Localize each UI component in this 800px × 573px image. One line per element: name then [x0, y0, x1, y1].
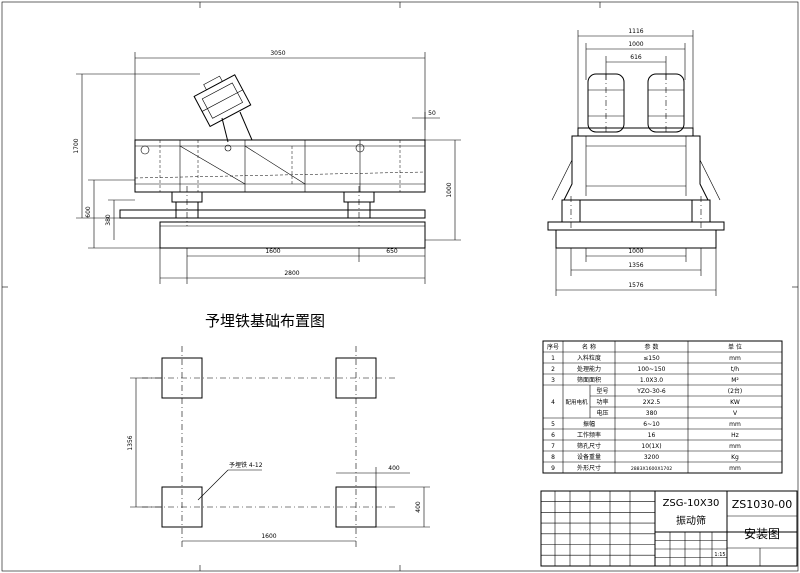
- spec-row-value: ≤150: [643, 355, 660, 362]
- spec-motor-group: 配用电机: [565, 398, 588, 406]
- foundation-title: 予埋铁基础布置图: [205, 312, 325, 330]
- foundation-front: [159, 221, 426, 249]
- spec-row-no: 7: [551, 443, 555, 450]
- spec-motor-no: 4: [551, 399, 555, 406]
- spec-row-value: 16: [648, 432, 656, 439]
- dim-foundation-vertical: 1356: [127, 435, 134, 450]
- title-block: ZSG-10X30 振动筛 ZS1030-00 安装图 1:15: [540, 490, 798, 567]
- spec-row-no: 3: [551, 377, 555, 384]
- spec-row-unit: Hz: [731, 432, 739, 439]
- spec-row-unit: M²: [731, 377, 739, 384]
- spec-motor-name: 电压: [596, 409, 608, 417]
- dim-foundation-block-w: 400: [388, 465, 400, 472]
- dim-front-top: 3050: [270, 50, 285, 57]
- spec-motor-value: 380: [646, 410, 658, 417]
- dim-side-bottom-3: 1576: [628, 282, 643, 289]
- spec-row-unit: mm: [729, 465, 741, 472]
- drawing-no: ZS1030-00: [732, 498, 792, 511]
- spec-motor-unit: KW: [730, 399, 740, 406]
- spec-row-no: 2: [551, 366, 555, 373]
- spec-row-name: 工作频率: [577, 431, 601, 439]
- vibration-motor-front: [193, 74, 252, 128]
- spec-row-name: 入料粒度: [577, 354, 601, 362]
- spec-row-value: 6~10: [643, 421, 660, 428]
- spec-motor-name: 功率: [596, 398, 608, 406]
- spec-motor-unit: (2台): [728, 387, 743, 395]
- dim-front-left-mid: 600: [85, 206, 92, 218]
- spec-header-3: 单 位: [728, 343, 742, 351]
- dim-front-bottom-right: 650: [386, 248, 398, 255]
- dim-foundation-block-h: 400: [415, 501, 422, 513]
- spec-motor-unit: V: [733, 410, 738, 417]
- spec-row-value: 10(1X): [641, 443, 661, 450]
- spec-header-0: 序号: [547, 343, 559, 351]
- dim-front-left-low: 380: [105, 214, 112, 226]
- spec-header-1: 名 称: [582, 343, 596, 351]
- dim-side-bottom-2: 1356: [628, 262, 643, 269]
- drawing-scale: 1:15: [714, 552, 725, 558]
- drawing-name: 安装图: [744, 526, 780, 541]
- spec-row-value: 3200: [644, 454, 659, 461]
- spec-row-value: 1.0X3.0: [640, 377, 663, 384]
- spec-row-name: 设备重量: [577, 453, 601, 461]
- spec-row-unit: mm: [729, 421, 741, 428]
- dim-side-top-3: 616: [630, 54, 642, 61]
- screen-box-front: [134, 139, 426, 193]
- dim-front-bottom-inner: 1600: [265, 248, 280, 255]
- foundation-plan: 予埋铁基础布置图 1356 1600 400 400 予埋铁 4-12: [127, 312, 430, 548]
- spec-row-name: 外形尺寸: [577, 464, 601, 472]
- spec-row-no: 9: [551, 465, 555, 472]
- spec-table: 序号 名 称 参 数 单 位 1 入料粒度 ≤150 mm 2 处理能力 100~150 t/h 3 筛面…: [542, 340, 783, 474]
- spec-row-no: 8: [551, 454, 555, 461]
- spec-row-no: 6: [551, 432, 555, 439]
- product-code: ZSG-10X30: [663, 498, 720, 509]
- spec-motor-name: 型号: [596, 387, 608, 395]
- spec-row-value: 2883X1600X1702: [631, 466, 672, 472]
- front-view: 3050: [73, 50, 461, 284]
- side-view: 1116 1000 616: [547, 28, 725, 296]
- spec-header-2: 参 数: [645, 343, 659, 351]
- screen-box-side: [563, 135, 709, 201]
- foundation-side: [555, 229, 717, 249]
- spec-row-name: 振幅: [583, 420, 595, 428]
- dim-side-top-2: 1000: [628, 41, 643, 48]
- spec-row-name: 处理能力: [577, 365, 601, 373]
- spec-motor-value: YZO-30-6: [636, 388, 666, 395]
- spec-row-unit: Kg: [731, 454, 739, 461]
- spec-row-unit: mm: [729, 443, 741, 450]
- dim-side-top-1: 1116: [628, 28, 643, 35]
- spec-row-value: 100~150: [638, 366, 666, 373]
- spec-row-no: 5: [551, 421, 555, 428]
- spec-row-name: 筛面面积: [577, 376, 601, 384]
- dim-foundation-bottom: 1600: [261, 533, 276, 540]
- foundation-note: 予埋铁 4-12: [229, 461, 263, 469]
- dim-front-right-height: 1000: [446, 182, 453, 197]
- spec-row-name: 筛孔尺寸: [577, 442, 601, 450]
- spec-motor-value: 2X2.5: [643, 399, 661, 406]
- spec-row-no: 1: [551, 355, 555, 362]
- dim-front-bottom-total: 2800: [284, 270, 299, 277]
- dim-side-bottom-1: 1000: [628, 248, 643, 255]
- dim-front-right-top: 50: [428, 110, 436, 117]
- spec-row-unit: mm: [729, 355, 741, 362]
- spec-row-unit: t/h: [731, 366, 739, 373]
- product-name: 振动筛: [676, 514, 706, 527]
- dim-front-left-total: 1700: [73, 138, 80, 153]
